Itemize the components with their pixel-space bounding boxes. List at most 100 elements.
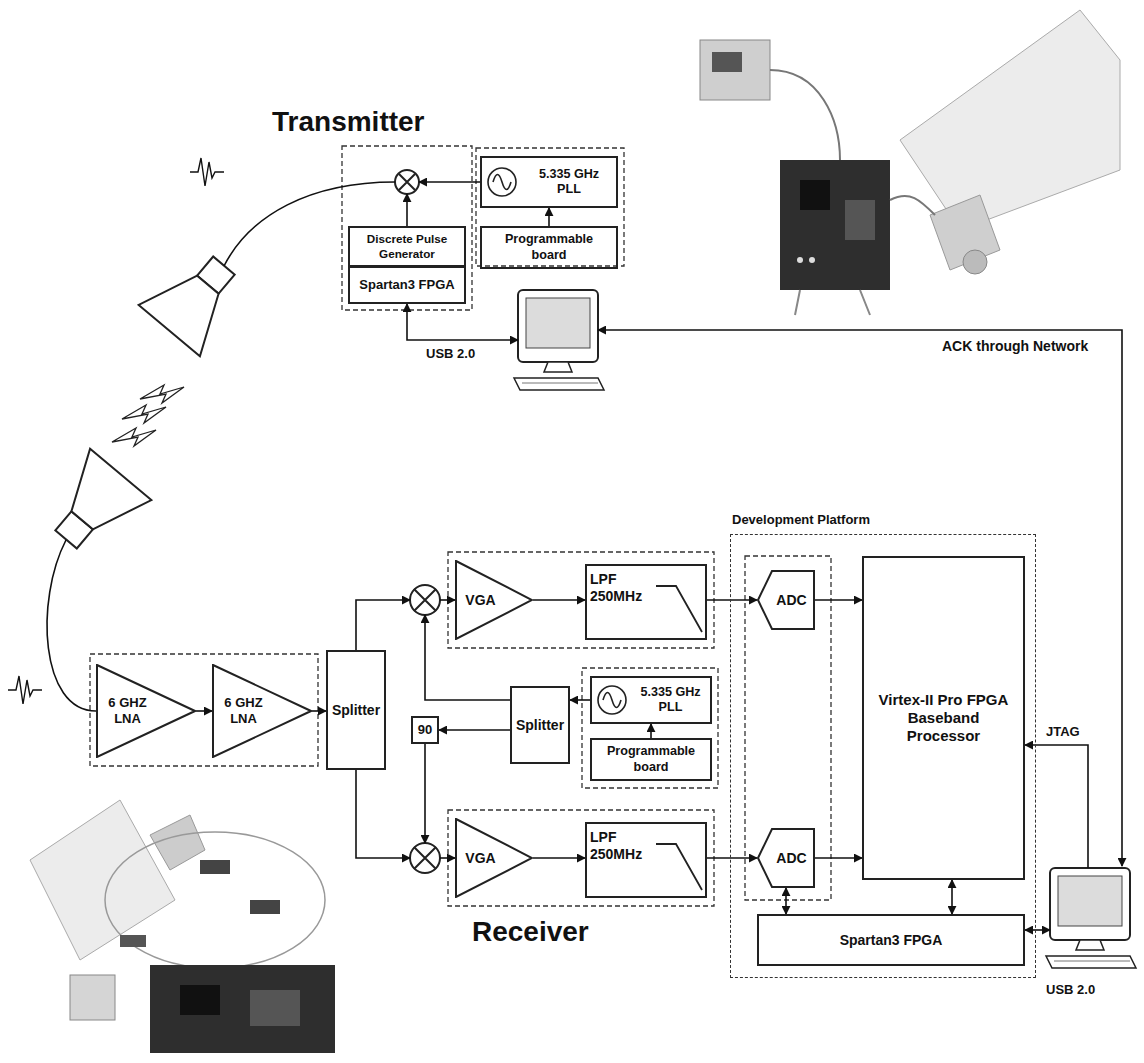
triangle-outline: [212, 664, 312, 758]
rf-wire: [356, 770, 410, 858]
shape-outline: [456, 819, 532, 897]
lightning-bolt: [112, 428, 156, 446]
node-text: ADC: [776, 850, 806, 867]
antenna-cable: [224, 182, 395, 266]
horn-flare: [139, 259, 239, 356]
node-text: Discrete Pulse Generator: [353, 232, 461, 260]
computer-icon: [514, 290, 604, 390]
shape-outline: [758, 829, 814, 887]
pulse-wire: [406, 194, 408, 226]
network-link: [598, 330, 1122, 866]
node-text: Spartan3 FPGA: [359, 277, 454, 293]
amplifier-triangle: VGA: [455, 818, 533, 898]
dashed-groups: [90, 146, 831, 906]
signal-connector: [707, 599, 757, 601]
pulse-generator-box: Discrete Pulse Generator: [348, 226, 466, 267]
wires: [47, 182, 1122, 930]
usb-link: [1025, 929, 1050, 931]
photo-chip: [845, 200, 875, 240]
pulse-waveform: [190, 158, 224, 186]
shape-outline: [456, 561, 532, 639]
splitter-box: Splitter: [510, 686, 570, 764]
section-title: Receiver: [470, 916, 591, 948]
amplifier-triangle: 6 GHZ LNA: [212, 664, 312, 758]
photo-board: [780, 160, 890, 290]
horn-antenna: [35, 449, 151, 566]
jtag-link: [1025, 745, 1088, 868]
control-box: Programmable board: [480, 226, 618, 269]
shape-outline: [758, 571, 814, 629]
node-text: VGA: [465, 592, 495, 609]
fpga-box: Spartan3 FPGA: [348, 266, 466, 304]
photo-board: [700, 40, 770, 100]
fpga-box: Spartan3 FPGA: [757, 914, 1025, 966]
signal-connector: [548, 208, 550, 226]
text-area: VGA: [455, 560, 533, 640]
photo-chip: [800, 180, 830, 210]
link-label: USB 2.0: [1044, 982, 1097, 997]
photo-cable: [890, 196, 935, 215]
fpga-box: Virtex-II Pro FPGA Baseband Processor: [862, 556, 1025, 880]
text-area: Programmable board: [482, 228, 616, 267]
link-label: ACK through Network: [940, 338, 1090, 354]
platform-group: Development PlatformADCADCVirtex-II Pro …: [730, 512, 1036, 978]
shape-outline: [213, 665, 311, 757]
if-wire: [440, 857, 455, 859]
adc-symbol: ADC: [757, 570, 815, 630]
lowpass-symbol: [656, 586, 702, 632]
mixer-symbol: [410, 843, 440, 873]
photo-horn-feed: [150, 815, 205, 870]
node-text: 5.335 GHz PLL: [634, 685, 707, 715]
signal-connector: [785, 888, 787, 914]
text-area: Programmable board: [592, 740, 710, 779]
photo-board: [70, 975, 115, 1020]
adc-symbol: ADC: [757, 828, 815, 888]
radio-waves: [112, 385, 184, 446]
lo-wire: [419, 181, 480, 183]
hardware-photo: [30, 800, 335, 1053]
text-area: ADC: [757, 570, 815, 630]
text-area: Splitter: [328, 652, 384, 768]
photo-cable: [795, 290, 870, 315]
text-area: ADC: [757, 828, 815, 888]
photo-chip: [250, 990, 300, 1026]
mixer-symbol: [410, 585, 440, 615]
photo-led: [809, 257, 815, 263]
filter-box: LPF 250MHz: [585, 564, 707, 640]
mixer-cross: [414, 847, 436, 869]
control-box: Programmable board: [590, 738, 712, 781]
node-text: Programmable board: [499, 232, 599, 262]
node-text: ADC: [776, 592, 806, 609]
oscillator-symbol: [598, 686, 626, 714]
signal-connector: [439, 729, 510, 731]
text-area: Splitter: [512, 688, 568, 762]
text-area: Spartan3 FPGA: [350, 268, 464, 302]
photo-module: [200, 860, 230, 874]
node-text: LPF 250MHz: [590, 829, 654, 863]
text-area: 6 GHZ LNA: [212, 664, 312, 758]
text-area: LPF 250MHz: [587, 566, 705, 638]
text-area: VGA: [455, 818, 533, 898]
dashed-group: [448, 552, 714, 648]
rf-wire: [356, 600, 410, 650]
photo-board: [150, 965, 335, 1053]
node-text: 6 GHZ LNA: [218, 695, 270, 726]
node-text: 90: [418, 722, 432, 738]
link-label: JTAG: [1044, 724, 1082, 739]
hardware-photo: [700, 10, 1120, 315]
mixers: [395, 170, 440, 873]
oscillator-symbol: [488, 168, 516, 196]
oscillators: [488, 168, 626, 714]
dashed-group: [476, 148, 624, 266]
photo-led: [797, 257, 803, 263]
photo-cable: [770, 70, 840, 160]
pll-box: 5.335 GHz PLL: [590, 676, 712, 724]
pulse-waveform: [8, 676, 42, 704]
signal-connector: [815, 599, 862, 601]
phase-shift-box: 90: [411, 716, 439, 744]
horn-antenna: [139, 240, 255, 357]
signal-connector: [312, 710, 326, 712]
text-area: Spartan3 FPGA: [759, 916, 1023, 964]
